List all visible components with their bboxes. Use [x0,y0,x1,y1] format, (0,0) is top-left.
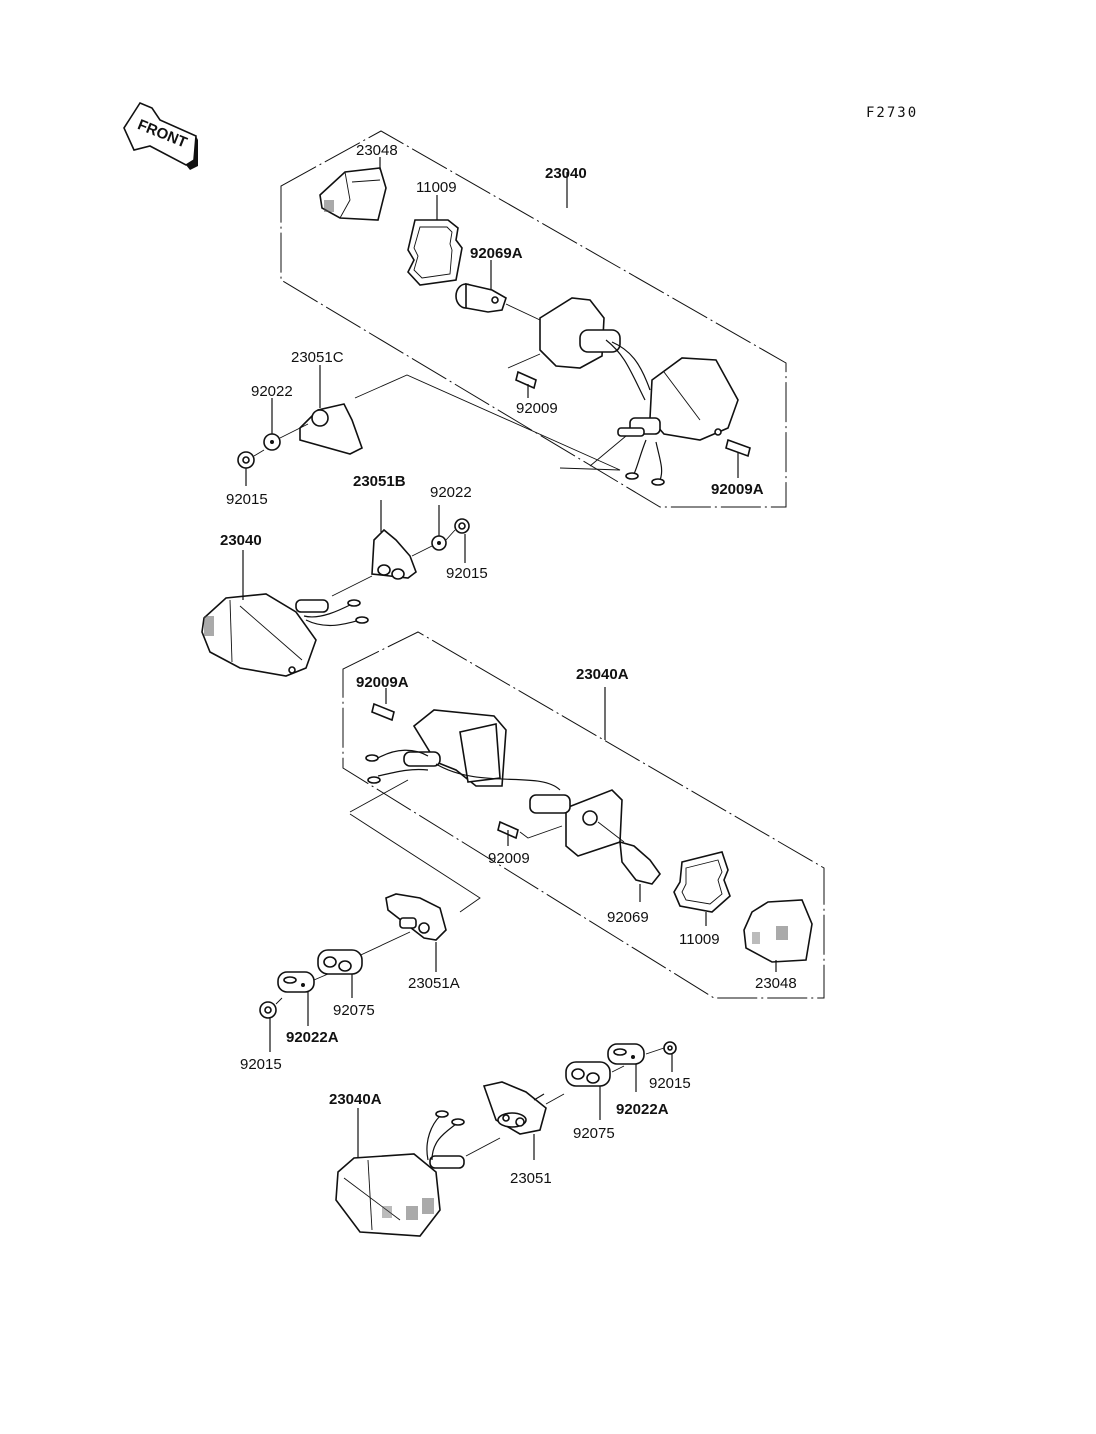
part-label-92022: 92022 [251,383,293,400]
bracket-23051A-part [385,893,447,941]
part-label-92069: 92069 [607,909,649,926]
assembly-boundary-23040 [280,130,787,508]
assembly-boundary-23040A [342,631,825,999]
assembly-label-23040A: 23040A [576,666,629,683]
part-label-92015: 92015 [240,1056,282,1073]
bracket-23051C-part [299,403,363,455]
bracket-23051B-part [371,528,417,580]
assembly-label-23040A: 23040A [329,1091,382,1108]
plate-92022A-part [607,1043,645,1065]
socket-housing-lower-part [529,789,623,857]
part-label-92009A: 92009A [711,481,764,498]
part-label-92022A: 92022A [286,1029,339,1046]
screw-92009A-part [725,438,751,458]
part-label-92075: 92075 [333,1002,375,1019]
part-label-23051B: 23051B [353,473,406,490]
lens-23048-part [319,167,387,221]
signal-housing-23040A-part [365,709,561,791]
part-label-23048: 23048 [755,975,797,992]
assembly-label-23040: 23040 [220,532,262,549]
part-label-92009A: 92009A [356,674,409,691]
part-label-11009: 11009 [416,179,457,196]
socket-housing-part [539,297,651,401]
part-label-92015: 92015 [446,565,488,582]
gasket-11009-mid-part [673,851,731,913]
signal-housing-23040-part [617,357,739,486]
front-arrow-icon: FRONT [123,102,198,170]
grommet-92075-part [317,949,363,975]
plate-92022A-part [277,971,315,993]
bulb-92069-part [619,840,662,885]
part-label-23048: 23048 [356,142,398,159]
bulb-92069A-part [455,282,507,313]
part-label-92022: 92022 [430,484,472,501]
signal-housing-23040A-lower-part [335,1110,465,1237]
assembly-label-23040: 23040 [545,165,587,182]
lens-23048-mid-part [743,899,813,963]
part-label-23051C: 23051C [291,349,344,366]
part-label-92009: 92009 [488,850,530,867]
part-label-92015: 92015 [649,1075,691,1092]
figure-code: F2730 [866,105,918,121]
gasket-11009-part [407,219,463,286]
part-label-92009: 92009 [516,400,558,417]
signal-housing-23040-left-part [201,593,369,677]
part-label-92069A: 92069A [470,245,523,262]
part-label-23051: 23051 [510,1170,552,1187]
part-label-23051A: 23051A [408,975,460,992]
bracket-23051-part [482,1081,547,1135]
part-label-11009: 11009 [679,931,720,948]
part-label-92075: 92075 [573,1125,615,1142]
part-label-92015: 92015 [226,491,268,508]
grommet-92075-part [565,1061,611,1087]
part-label-92022A: 92022A [616,1101,669,1118]
screw-92009A-mid-part [371,702,395,722]
screw-92009-part [515,370,537,390]
